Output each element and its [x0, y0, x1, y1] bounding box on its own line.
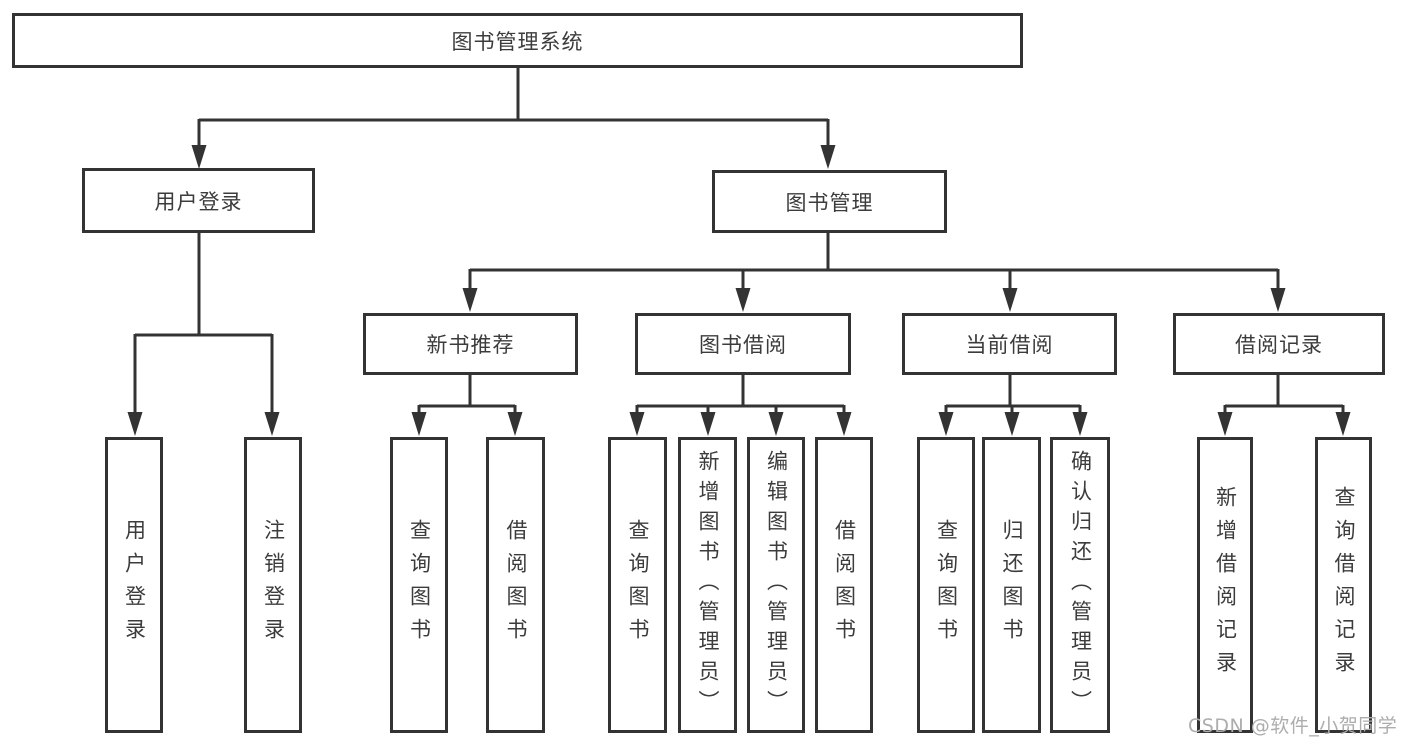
node-label: 当前借阅	[965, 333, 1054, 357]
leaf-query-books-2: 查询图书	[608, 437, 667, 733]
leaf-query-books-3: 查询图书	[917, 437, 975, 733]
node-label: 新书推荐	[426, 333, 515, 357]
leaf-label: 确认归还（管理员）	[1068, 450, 1093, 720]
leaf-edit-book-admin: 编辑图书（管理员）	[747, 437, 805, 733]
node-book-borrow: 图书借阅	[635, 313, 851, 375]
node-library-system: 图书管理系统	[12, 13, 1023, 68]
node-user-login: 用户登录	[82, 168, 315, 233]
leaf-borrow-books-2: 借阅图书	[815, 437, 873, 733]
leaf-confirm-return-admin: 确认归还（管理员）	[1050, 437, 1110, 733]
leaf-label: 编辑图书（管理员）	[764, 450, 789, 720]
leaf-label: 查询借阅记录	[1332, 486, 1356, 684]
leaf-borrow-books-1: 借阅图书	[486, 437, 545, 733]
leaf-label: 注销登录	[261, 519, 286, 651]
node-borrow-records: 借阅记录	[1173, 313, 1385, 375]
leaf-user-login: 用户登录	[105, 437, 163, 733]
leaf-label: 借阅图书	[832, 519, 857, 651]
leaf-label: 新增图书（管理员）	[696, 450, 720, 720]
leaf-label: 查询图书	[407, 519, 432, 651]
leaf-return-books: 归还图书	[982, 437, 1041, 733]
node-current-borrow: 当前借阅	[902, 313, 1117, 375]
leaf-logout: 注销登录	[244, 437, 302, 733]
node-book-management: 图书管理	[712, 170, 947, 233]
node-label: 图书管理	[785, 190, 874, 215]
leaf-label: 归还图书	[1000, 519, 1024, 651]
leaf-query-books-1: 查询图书	[390, 437, 448, 733]
leaf-label: 查询图书	[626, 519, 650, 651]
csdn-watermark: CSDN @软件_小贺同学	[1188, 715, 1398, 737]
node-label: 借阅记录	[1235, 333, 1323, 357]
node-label: 图书管理系统	[451, 29, 584, 54]
node-new-book-recommend: 新书推荐	[363, 313, 578, 375]
leaf-query-borrow-record: 查询借阅记录	[1315, 437, 1372, 733]
leaf-label: 新增借阅记录	[1213, 486, 1238, 684]
leaf-label: 查询图书	[934, 519, 959, 651]
leaf-label: 用户登录	[122, 519, 147, 651]
leaf-add-book-admin: 新增图书（管理员）	[678, 437, 737, 733]
leaf-label: 借阅图书	[504, 519, 528, 651]
node-label: 用户登录	[154, 189, 243, 214]
node-label: 图书借阅	[699, 333, 787, 357]
leaf-add-borrow-record: 新增借阅记录	[1197, 437, 1253, 733]
